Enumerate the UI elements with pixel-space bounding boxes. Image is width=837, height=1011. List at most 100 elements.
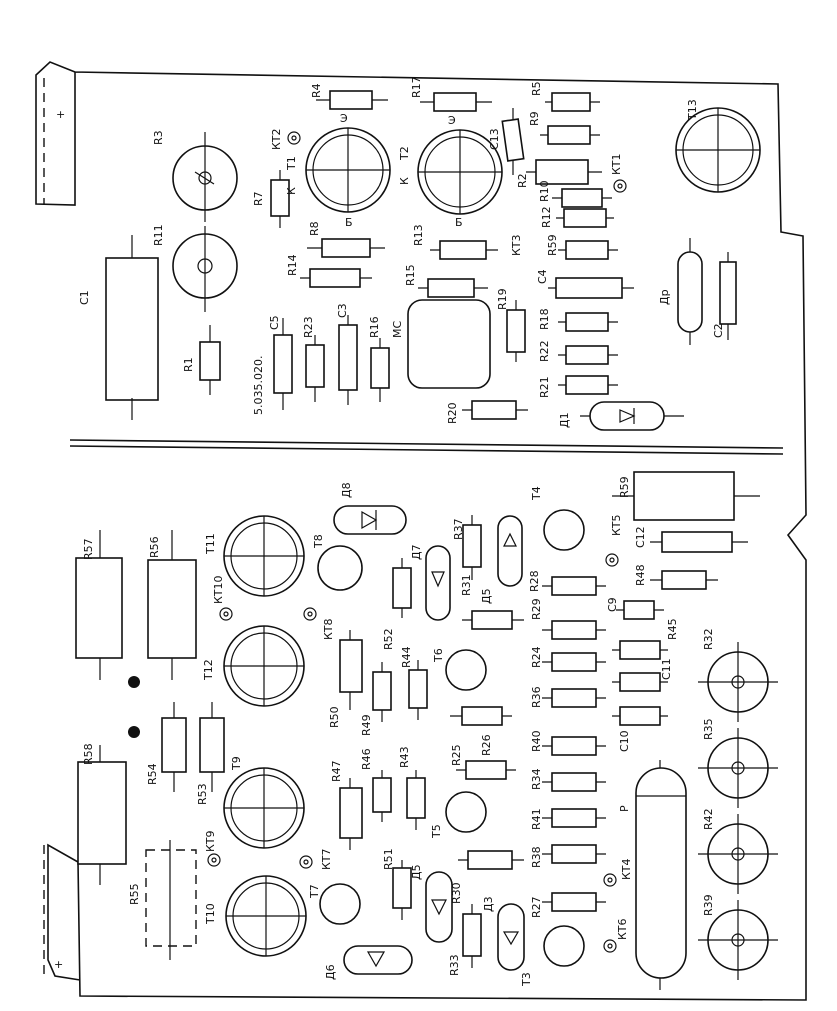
diode-d3 <box>497 903 525 971</box>
label-c10: C10 <box>618 730 631 752</box>
transistor-t8 <box>317 545 363 591</box>
label-kt5: КТ5 <box>610 514 623 536</box>
label-d8: Д8 <box>340 482 353 498</box>
label-r45: R46 <box>360 748 373 770</box>
label-c3: C3 <box>336 303 349 318</box>
resistor-r28 <box>471 610 513 630</box>
label-t3: T3 <box>520 972 533 987</box>
resistor-r18 <box>506 309 526 353</box>
label-r2: R2 <box>516 173 529 188</box>
label-kt4: КТ4 <box>620 858 633 880</box>
capacitor-c1 <box>105 257 159 401</box>
resistor-r9 <box>561 188 603 208</box>
label-r56: R57 <box>82 538 95 560</box>
test-point-kt8 <box>303 607 317 621</box>
resistor-r23 <box>551 652 597 672</box>
label-r51: R52 <box>382 628 395 650</box>
capacitor-c10 <box>619 706 661 726</box>
edge-mark-bottom: + <box>54 958 63 971</box>
label-t12: T12 <box>202 659 215 681</box>
label-r34: R35 <box>702 718 715 740</box>
resistor-r32 <box>462 913 482 957</box>
label-c13: C13 <box>488 128 501 150</box>
pin-e: Э <box>340 112 348 125</box>
test-point-kt5 <box>605 553 619 567</box>
diode-d8 <box>333 505 407 535</box>
resistor-r45 <box>372 777 392 813</box>
resistor-r50 <box>392 867 412 909</box>
edge-mark-top: + <box>56 108 65 121</box>
resistor-r29 <box>467 850 513 870</box>
label-r32: R33 <box>448 954 461 976</box>
pin-b: Б <box>345 216 353 229</box>
test-point-kt2 <box>287 131 301 145</box>
trimmer-r41: R42 <box>698 808 778 894</box>
resistor-r2 <box>535 159 589 185</box>
pin-b2: Б <box>455 216 463 229</box>
resistor-r26 <box>551 620 597 640</box>
label-r46: R47 <box>330 760 343 782</box>
microcircuit-mc <box>407 299 491 389</box>
label-d1: Д1 <box>558 412 571 428</box>
resistor-r58 <box>633 471 735 521</box>
resistor-r54 <box>145 849 197 947</box>
label-d5: Д5 <box>410 864 423 880</box>
resistor-r40 <box>551 808 597 828</box>
resistor-r55 <box>147 559 197 659</box>
label-r42: R43 <box>398 746 411 768</box>
resistor-r11 <box>563 208 607 228</box>
label-r10: R11 <box>152 224 165 246</box>
label-r41: R42 <box>702 808 715 830</box>
label-kt2: КТ2 <box>270 128 283 150</box>
resistor-r57 <box>77 761 127 865</box>
capacitor-c11 <box>619 640 661 660</box>
mounting-hole <box>128 726 140 738</box>
capacitor-c3 <box>338 324 358 391</box>
choke-dr <box>677 251 703 333</box>
label-kt10: КТ10 <box>212 575 225 604</box>
diode-d5 <box>425 871 453 943</box>
resistor-r43 <box>408 669 428 709</box>
test-point-kt1 <box>613 179 627 193</box>
label-d3: Д3 <box>482 896 495 912</box>
label-c12: C12 <box>634 526 647 548</box>
resistor-r19 <box>471 400 517 420</box>
resistor-r12 <box>439 240 487 260</box>
transistor-t7 <box>319 883 361 925</box>
label-mc: МС <box>391 321 404 338</box>
trimmer-r34: R35 <box>698 718 778 808</box>
label-kt7: КТ7 <box>320 848 333 870</box>
test-point-kt10 <box>219 607 233 621</box>
resistor-r46 <box>339 787 363 839</box>
label-r18: R19 <box>496 288 509 310</box>
label-r23: R24 <box>530 646 543 668</box>
label-dr: Др <box>658 289 671 305</box>
label-t9: T9 <box>230 756 243 771</box>
resistor-r5 <box>551 92 591 112</box>
label-kt1: КТ1 <box>610 153 623 175</box>
label-t13: T13 <box>686 99 699 121</box>
transistor-t4 <box>497 515 523 587</box>
label-d6: Д7 <box>410 544 423 560</box>
resistor-r36 <box>462 524 482 568</box>
transistor-t4-body <box>543 509 585 551</box>
label-c1: C1 <box>78 290 91 305</box>
label-kt9: КТ9 <box>204 830 217 852</box>
label-r33: R34 <box>530 768 543 790</box>
resistor-r1 <box>199 341 221 381</box>
label-r57: R58 <box>82 743 95 765</box>
label-r31: R32 <box>702 628 715 650</box>
resistor-r42 <box>406 777 426 819</box>
capacitor-c4 <box>555 277 623 299</box>
pin-k2: К <box>398 177 411 185</box>
label-r59: R59 <box>546 234 559 256</box>
label-r58: R59 <box>618 476 631 498</box>
pin-k: К <box>285 187 298 195</box>
label-d7: Д6 <box>324 964 337 980</box>
label-r37: R38 <box>530 846 543 868</box>
resistor-r21 <box>565 345 609 365</box>
resistor-r48 <box>372 671 392 711</box>
label-r26: R27 <box>530 896 543 918</box>
board-outline <box>35 61 807 1001</box>
label-r19: R20 <box>446 402 459 424</box>
